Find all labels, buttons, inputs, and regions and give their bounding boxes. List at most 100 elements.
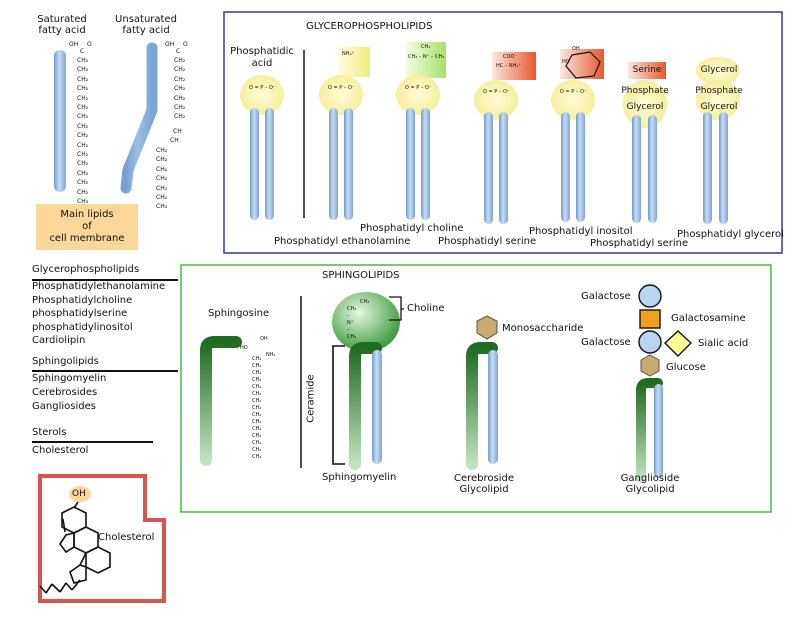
formula-group: CH₂ [252,433,262,439]
formula-group: CH₂ [77,188,89,196]
sialic-acid-label: Sialic acid [698,338,749,349]
sphingo-item: Cerebrosides [32,387,98,398]
pe-phosphate-chem: O = P – O⁻ [328,85,355,91]
formula-group: CH₂ [174,75,186,83]
formula-group: CH₂ [252,356,262,362]
formula-group: CH₂ [156,165,168,173]
formula-group: CH₂ [252,426,262,432]
ganglioside-label: Ganglioside Glycolipid [620,473,680,495]
unsaturated-fatty-acid [120,42,158,194]
pi-head-oh: OH [572,46,580,52]
formula-group: CH₂ [252,384,262,390]
formula-group: CH₂ [156,175,168,183]
list-heading-glycerophospholipids: Glycerophospholipids [32,264,140,275]
glycerophospholipids-panel [223,11,783,254]
pi-head-ho: HO [562,59,570,65]
pe-molecule [319,47,370,220]
glycerol2-label: Glycerol [700,102,738,112]
sphingomyelin-molecule [332,292,400,470]
galactosamine-square [639,309,661,329]
formula-group: CH₂ [77,132,89,140]
pc-phosphate-chem: O = P – O⁻ [405,85,432,91]
formula-group: CH₂ [252,440,262,446]
formula-group: CH₂ [77,57,89,64]
formula-group: CH₂ [252,398,262,404]
formula-group: CH₂ [252,377,262,383]
pg-label: Phosphatidyl glycerol [677,229,784,240]
formula-group: CH₂ [156,156,168,164]
glycerol-label: Glycerol [626,102,664,112]
galactose-circle-1 [638,284,662,308]
formula-group: CH₂ [77,75,89,83]
formula-group: CH₂ [77,122,89,130]
sphingolipids-panel [180,264,772,513]
phosphate-label: Phosphate [621,86,669,96]
ps-simplified-molecule [623,62,667,223]
glycero-item: Phosphatidylethanolamine [32,281,166,292]
phosphate2-label: Phosphate [695,86,743,96]
pc-head-chem: CH₃ [421,44,431,50]
formula-group: CH₂ [77,179,89,187]
galactose-label-2: Galactose [581,337,631,348]
formula-group: CH₂ [156,184,168,192]
sterols-item: Cholesterol [32,445,89,456]
ps-label: Phosphatidyl serine [438,236,537,247]
serine-label: Serine [632,65,662,75]
glycerophospholipids-title: GLYCEROPHOSPHOLIPIDS [306,21,433,32]
pi-molecule [551,49,604,222]
glycero-item: phosphatidylserine [32,308,128,319]
glycerol-top-label: Glycerol [700,65,738,75]
pc-molecule [396,42,446,220]
glycero-item: Phosphatidylcholine [32,294,133,306]
formula-group: CH₂ [77,85,89,93]
pe-head-chem: NH₃⁺ [342,51,355,57]
pe-label: Phosphatidyl ethanolamine [274,236,411,247]
list-heading-sphingolipids: Sphingolipids [32,356,99,367]
formula-group: CH₂ [252,419,262,425]
main-lipids-label: Main lipids of cell membrane [49,209,125,244]
formula-group: CH₂ [156,194,168,202]
sphingomyelin-label: Sphingomyelin [322,472,397,483]
cholesterol-box [38,474,166,603]
cerebroside-molecule [466,315,498,470]
formula-group: CH₂ [252,391,262,397]
list-heading-sterols: Sterols [32,427,67,438]
sphingo-item: Gangliosides [32,401,96,412]
pi-phosphate-chem: O = P – O⁻ [560,89,587,95]
pc-label: Phosphatidyl choline [360,223,464,234]
choline-label: Choline [407,303,445,314]
pi-label: Phosphatidyl inositol [529,226,633,237]
galactose-label-1: Galactose [581,291,631,302]
glycero-item: Cardiolipin [32,335,86,346]
phosphatidic-acid-label: Phosphatidic acid [230,46,294,69]
glycero-item: phosphatidylinositol [32,321,133,333]
formula-group: CH₂ [174,66,186,74]
ps-phosphate-chem: O = P – O⁻ [483,89,510,95]
monosaccharide-hexagon [476,315,498,340]
formula-group: CH₂ [77,113,89,121]
sphingosine-label: Sphingosine [208,308,270,319]
phosphatidic-acid-molecule [240,75,284,220]
pg-simplified-molecule [696,57,740,224]
formula-group: CH₂ [252,412,262,418]
ganglioside-molecule [636,284,693,483]
formula-group: CH₃ [252,454,262,460]
formula-group: CH₂ [77,160,89,168]
formula-group: CH₂ [252,363,262,369]
monosaccharide-label: Monosaccharide [502,323,584,334]
formula-group: CH₂ [77,94,89,102]
sphingo-item: Sphingomyelin [32,373,107,384]
formula-group: CH₃ [156,203,168,211]
cholesterol-structure [39,486,111,594]
formula-group: CH₂ [156,147,168,154]
cholesterol-label: Cholesterol [98,532,155,543]
formula-group: CH₂ [174,104,186,112]
formula-group: CH₂ [252,447,262,453]
formula-group: CH₂ [252,370,262,376]
ps-head-chem: COO⁻ [503,54,518,60]
ps-head-chem-2: HC – NH₃⁺ [496,63,522,69]
formula-group: CH₂ [77,66,89,74]
formula-group: CH₂ [77,169,89,177]
ps2-label: Phosphatidyl serine [590,238,689,249]
